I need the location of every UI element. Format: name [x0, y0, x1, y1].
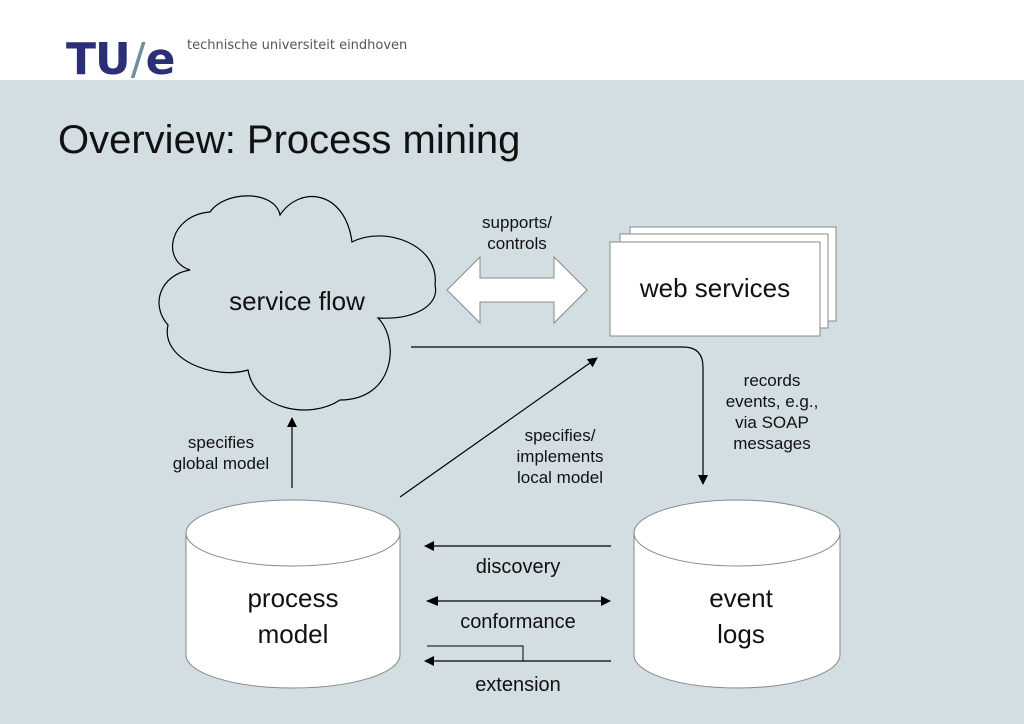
records-line2: events, e.g.,: [725, 392, 819, 411]
service-flow-label: service flow: [229, 286, 365, 316]
logo-e: e: [145, 34, 176, 85]
records-line3: via SOAP: [735, 413, 809, 432]
process-model-label: process model: [210, 580, 376, 652]
event-logs-cylinder: [633, 499, 841, 689]
records-line4: messages: [733, 434, 811, 453]
extension-arrow: [424, 645, 611, 666]
discovery-label: discovery: [475, 556, 561, 578]
conformance-label: conformance: [460, 611, 576, 633]
specifies-local-arrow: [399, 357, 598, 498]
specifies-global-line1: specifies: [187, 433, 255, 452]
logo-slash: /: [130, 34, 146, 85]
records-events-label: records events, e.g., via SOAP messages: [710, 370, 834, 454]
event-logs-line1: event: [709, 583, 773, 613]
supports-controls-label: supports/ controls: [457, 212, 577, 254]
specifies-global-line2: global model: [172, 454, 270, 473]
web-services-card-front: [609, 241, 821, 337]
supports-controls-arrow: [446, 255, 588, 325]
extension-label: extension: [475, 674, 561, 696]
university-name: technische universiteit eindhoven: [187, 38, 408, 53]
records-line1: records: [743, 371, 801, 390]
specifies-global-label: specifies global model: [160, 432, 282, 474]
specifies-local-line2: implements: [516, 447, 604, 466]
web-services-label: web services: [639, 273, 791, 303]
specifies-local-label: specifies/ implements local model: [498, 425, 622, 488]
service-flow-cloud: [158, 195, 437, 411]
event-logs-label: event logs: [660, 580, 822, 652]
event-logs-line2: logs: [717, 619, 765, 649]
slide-title: Overview: Process mining: [58, 118, 521, 162]
specifies-local-line1: specifies/: [524, 426, 596, 445]
process-model-line2: model: [257, 619, 329, 649]
supports-controls-line2: controls: [487, 234, 547, 253]
process-model-cylinder: [185, 499, 401, 689]
process-model-line1: process: [247, 583, 339, 613]
logo-letters: TU: [66, 34, 131, 85]
header-bar: TU/e technische universiteit eindhoven: [0, 0, 1024, 84]
records-events-arrow: [411, 346, 708, 485]
tue-logo: TU/e: [66, 34, 176, 85]
supports-controls-line1: supports/: [482, 213, 552, 232]
specifies-local-line3: local model: [517, 468, 603, 487]
